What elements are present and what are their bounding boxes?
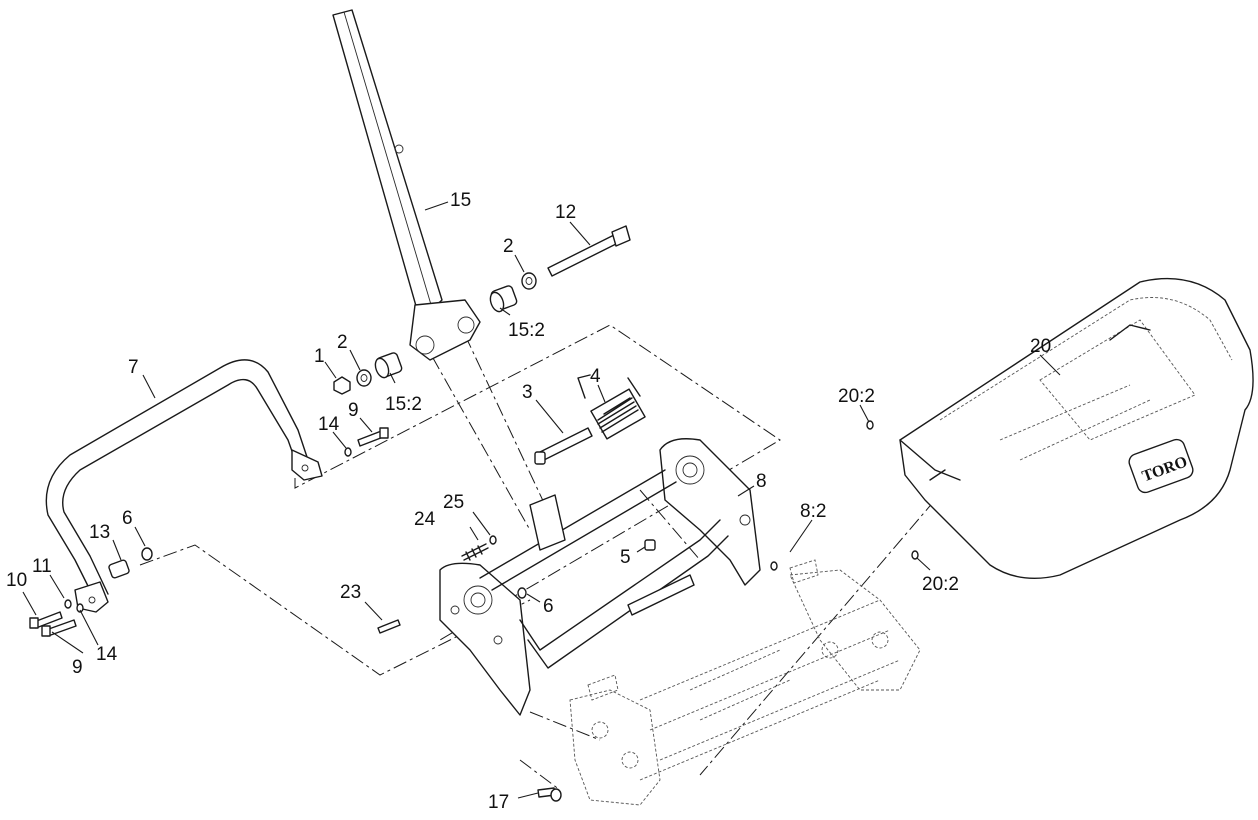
handle-upright-tube <box>332 9 481 361</box>
callout-15: 15 <box>450 190 471 211</box>
callout-3: 3 <box>522 382 533 403</box>
phantom-assembly-lines <box>139 324 936 791</box>
callout-14: 14 <box>318 414 340 435</box>
main-frame-8 <box>439 438 761 716</box>
callout-8-2: 8:2 <box>800 501 826 522</box>
callout-9: 9 <box>348 400 359 421</box>
left-hardware <box>29 427 389 637</box>
callout-15-2: 15:2 <box>385 394 422 415</box>
cutting-unit-ghost <box>569 559 921 806</box>
callout-2: 2 <box>503 236 514 257</box>
callout-20-2: 20:2 <box>838 386 875 407</box>
handle-bar-7 <box>45 359 323 613</box>
callout-25: 25 <box>443 492 464 513</box>
callout-9: 9 <box>72 657 83 678</box>
callout-1: 1 <box>314 346 325 367</box>
callout-20-2: 20:2 <box>922 574 959 595</box>
leader-lines <box>22 201 1061 799</box>
callout-6: 6 <box>543 596 554 617</box>
callout-11: 11 <box>32 556 52 577</box>
small-fasteners <box>377 420 919 634</box>
callout-24: 24 <box>414 509 436 530</box>
callout-8: 8 <box>756 471 767 492</box>
callout-4: 4 <box>590 366 601 387</box>
callout-12: 12 <box>555 202 576 223</box>
bolt-12 <box>547 225 631 277</box>
callout-10: 10 <box>6 570 27 591</box>
callout-5: 5 <box>620 547 631 568</box>
callout-2: 2 <box>337 332 348 353</box>
callout-23: 23 <box>340 582 361 603</box>
weight-cover-20: TORO <box>899 277 1254 580</box>
washers-bushings <box>333 272 537 395</box>
callout-7: 7 <box>128 357 139 378</box>
callout-17: 17 <box>488 792 509 813</box>
callout-13: 13 <box>89 522 110 543</box>
pin-and-spring <box>534 374 646 465</box>
callout-6: 6 <box>122 508 133 529</box>
callout-20: 20 <box>1030 336 1051 357</box>
callout-labels: 15 12 2 15:2 2 1 15:2 7 9 14 3 4 8 8:2 5… <box>6 190 1051 813</box>
bolt-17 <box>537 787 562 802</box>
callout-15-2: 15:2 <box>508 320 545 341</box>
callout-14: 14 <box>96 644 118 665</box>
